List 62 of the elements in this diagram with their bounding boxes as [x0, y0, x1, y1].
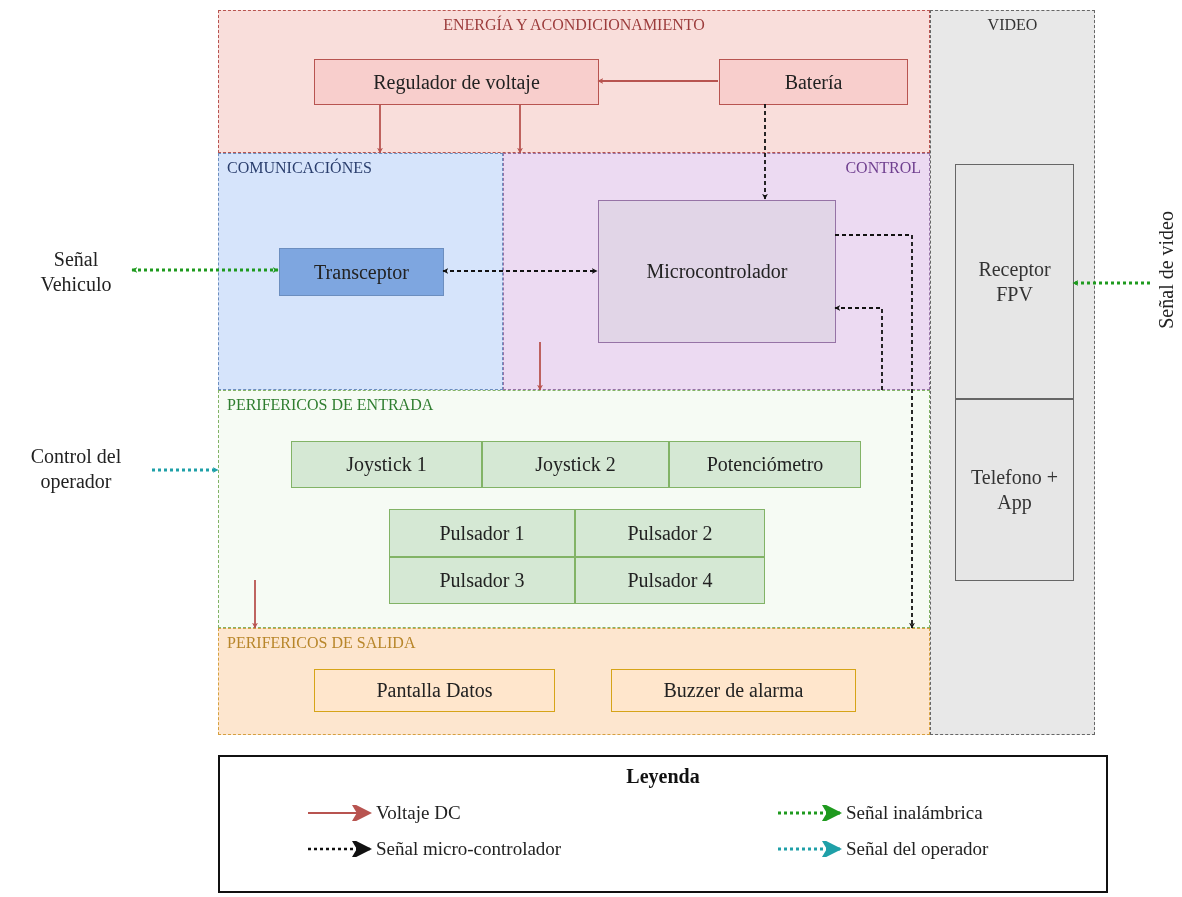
box-label: Buzzer de alarma	[663, 678, 804, 703]
box-label: Regulador de voltaje	[373, 69, 540, 95]
box-label: Transceptor	[314, 259, 409, 285]
group-title: PERIFERICOS DE SALIDA	[227, 633, 416, 653]
box-label: Pulsador 1	[439, 520, 525, 546]
arrow	[131, 267, 279, 273]
arrow	[834, 234, 915, 629]
legend-label: Voltaje DC	[376, 802, 461, 824]
arrow	[442, 268, 598, 274]
component-box	[291, 441, 482, 488]
legend-label: Señal inalámbrica	[846, 802, 983, 824]
component-box	[482, 441, 669, 488]
box-label: Potenciómetro	[706, 452, 824, 477]
component-box	[955, 399, 1074, 581]
group-panel	[218, 390, 930, 628]
group-panel	[218, 628, 930, 735]
group-title: ENERGÍA Y ACONDICIONAMIENTO	[443, 15, 705, 35]
group-title: CONTROL	[845, 158, 921, 178]
arrow	[252, 579, 258, 629]
component-box	[575, 509, 765, 557]
group-title: VIDEO	[987, 15, 1038, 35]
group-title: COMUNICACIÓNES	[227, 158, 372, 178]
group-panel	[503, 153, 930, 390]
box-label: Batería	[784, 69, 843, 95]
component-box	[314, 59, 599, 105]
arrow	[517, 103, 523, 154]
box-label: Pulsador 3	[439, 568, 525, 593]
signal-label: Señal Vehiculo	[39, 247, 113, 297]
signal-label: Control del operador	[29, 444, 123, 494]
arrow	[597, 78, 719, 84]
arrow	[537, 341, 543, 391]
component-box	[955, 164, 1074, 399]
component-box	[598, 200, 836, 343]
legend-label: Señal del operador	[846, 838, 989, 860]
component-box	[314, 669, 555, 712]
group-panel	[930, 10, 1095, 735]
component-box	[389, 557, 575, 604]
box-label: Receptor FPV	[977, 256, 1052, 307]
component-box	[575, 557, 765, 604]
box-label: Joystick 2	[535, 452, 616, 477]
box-label: Pulsador 4	[627, 568, 713, 593]
component-box	[389, 509, 575, 557]
group-panel	[218, 153, 503, 390]
arrow	[152, 467, 219, 473]
legend-title: Leyenda	[626, 765, 700, 788]
signal-label: Señal de video	[1153, 211, 1178, 329]
box-label: Telefono + App	[969, 465, 1060, 515]
group-title: PERIFERICOS DE ENTRADA	[227, 395, 434, 415]
legend-label: Señal micro-controlador	[376, 838, 562, 860]
group-panel	[218, 10, 930, 153]
component-box	[669, 441, 861, 488]
arrow	[1072, 280, 1150, 286]
component-box	[279, 248, 444, 296]
arrow	[762, 103, 768, 200]
box-label: Joystick 1	[346, 452, 427, 477]
arrow	[377, 103, 383, 154]
box-label: Pulsador 2	[627, 520, 713, 546]
box-label: Pantalla Datos	[376, 678, 493, 703]
component-box	[719, 59, 908, 105]
arrow	[834, 305, 883, 391]
box-label: Microcontrolador	[646, 259, 788, 284]
component-box	[611, 669, 856, 712]
